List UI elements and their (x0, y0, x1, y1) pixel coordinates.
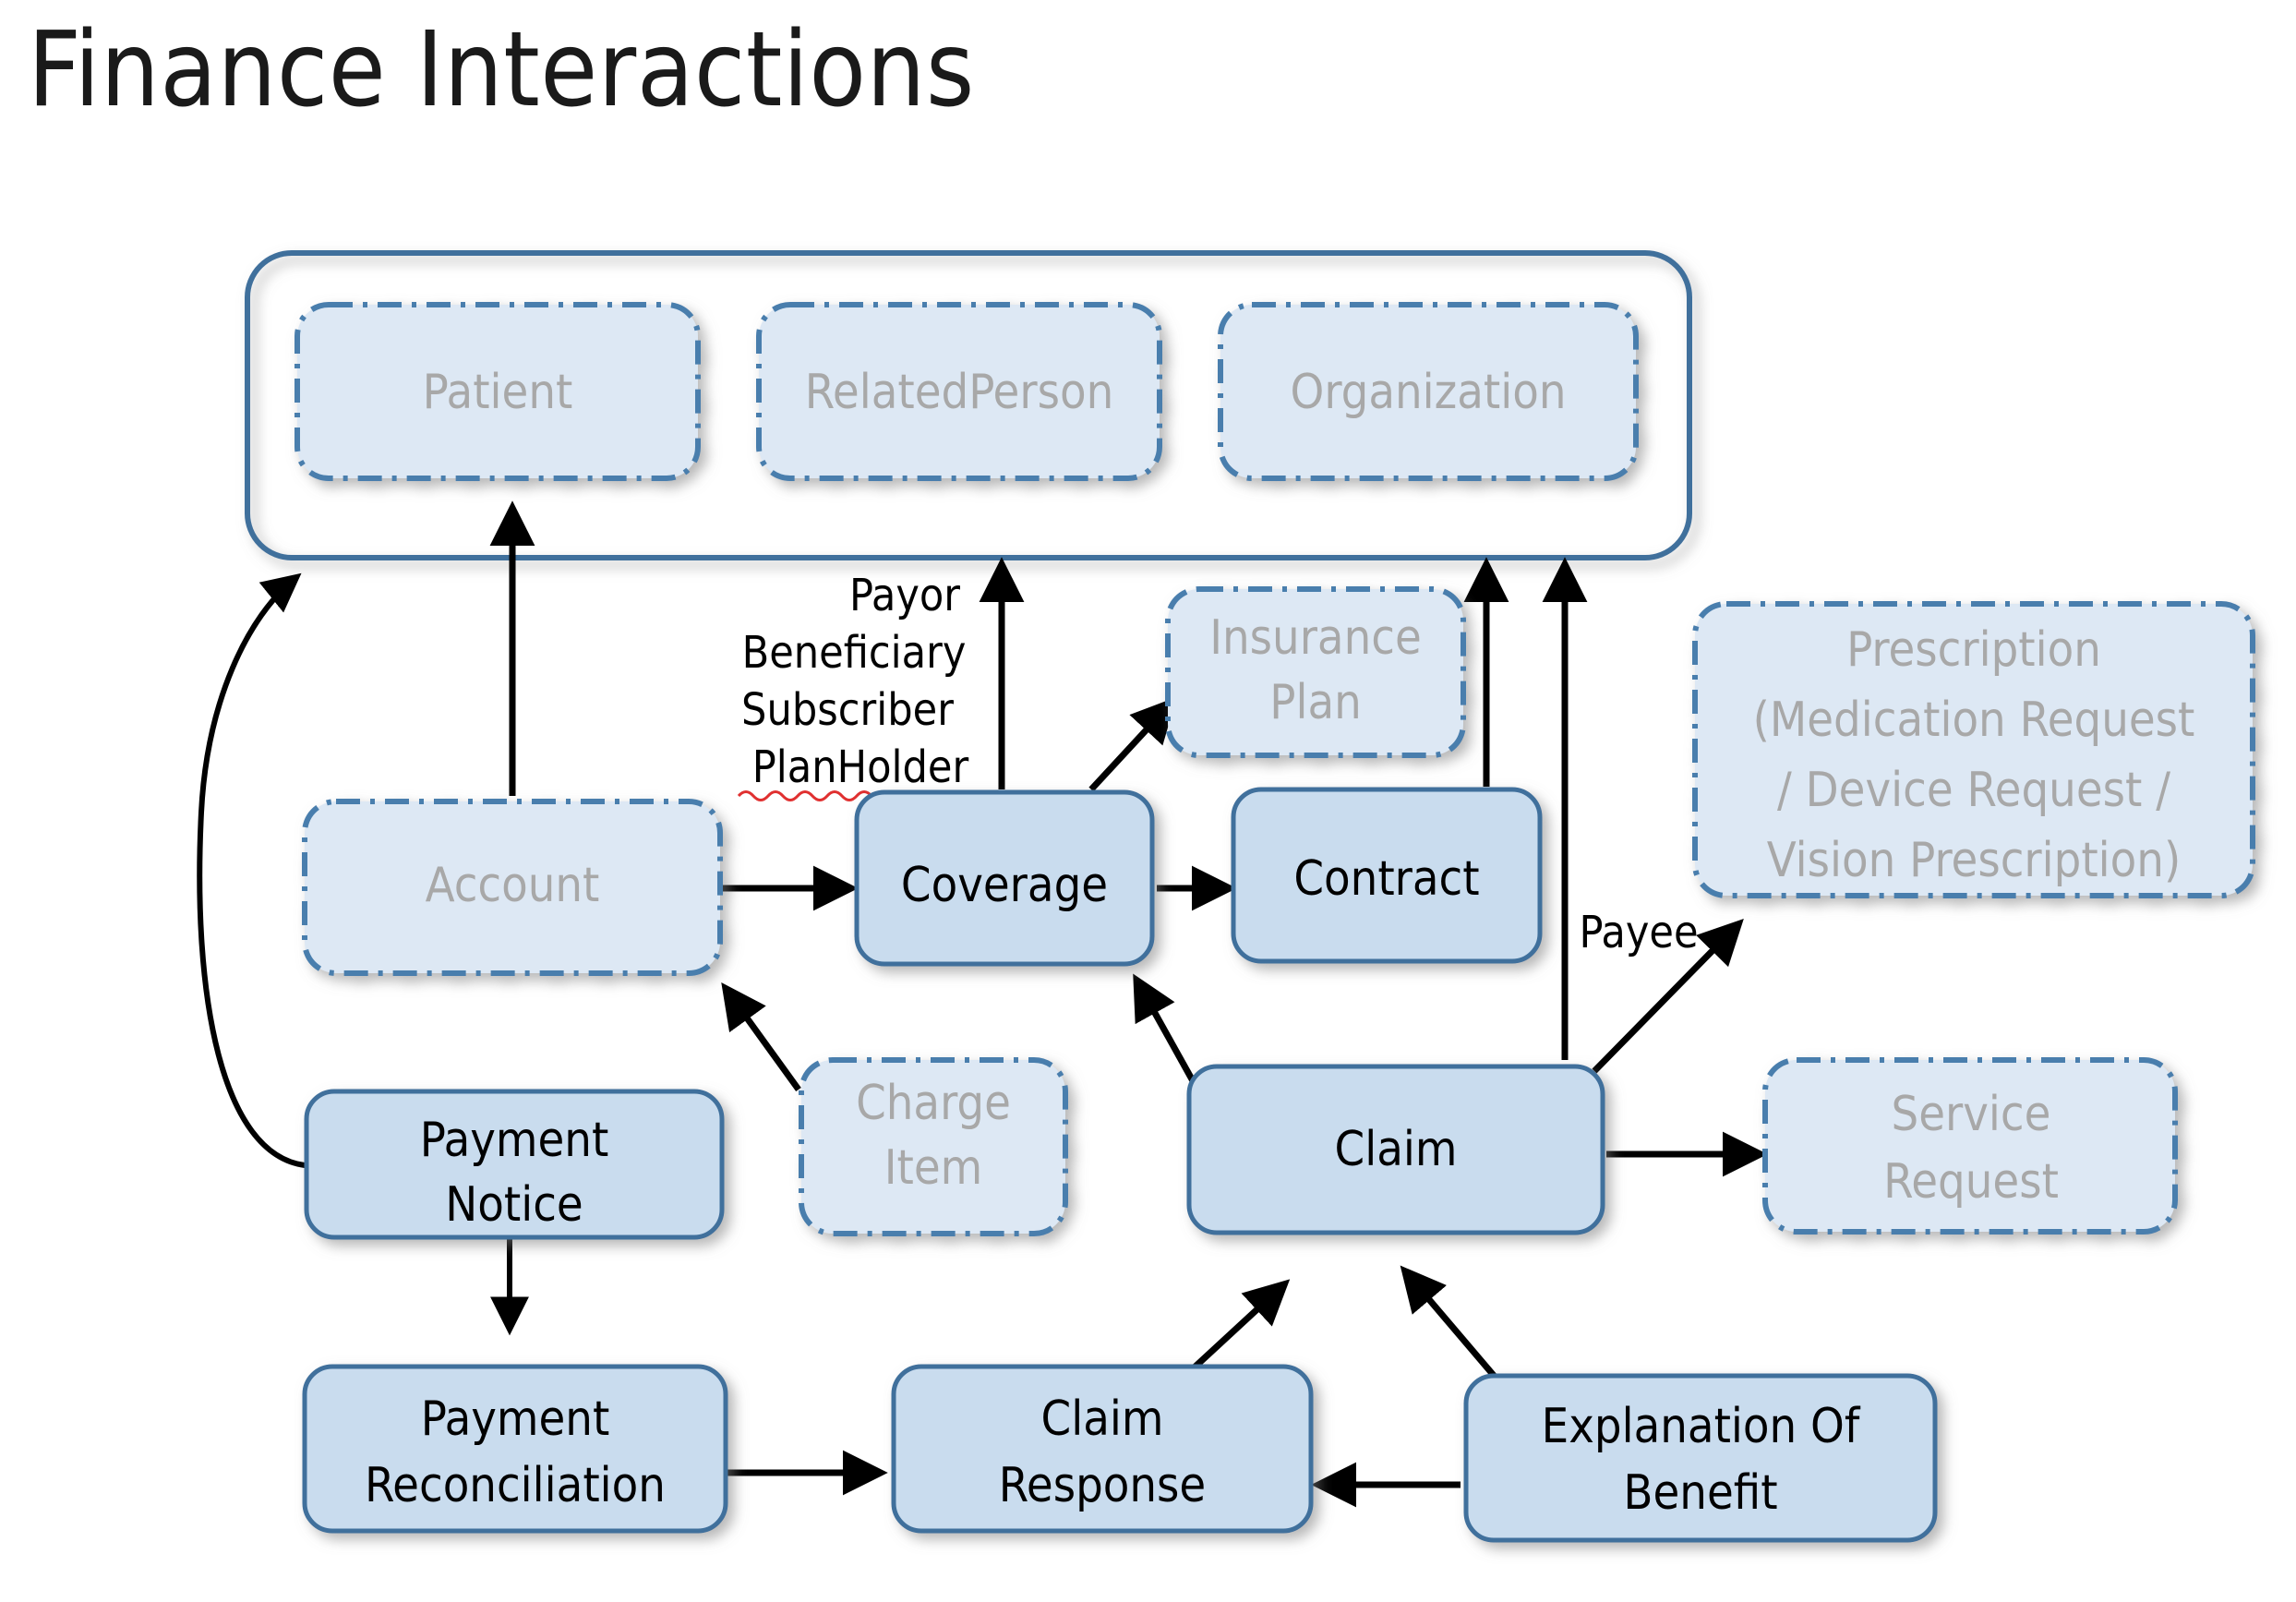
node-claimresponse-line-1: Claim (1041, 1391, 1164, 1447)
node-paymentrecon-line-1: Payment (421, 1391, 610, 1447)
node-claimresponse[interactable]: Claim Response (891, 1364, 1314, 1534)
svg-text:Payor: Payor (849, 570, 960, 621)
node-chargeitem[interactable]: Charge Item (799, 1057, 1068, 1236)
node-servicerequest-box (1762, 1057, 2178, 1235)
node-claim-label: Claim (1335, 1122, 1458, 1177)
node-prescription-line-2: (Medication Request (1753, 693, 2195, 748)
node-insuranceplan-box (1165, 586, 1466, 758)
node-paymentnotice-box (304, 1089, 725, 1240)
actor-group[interactable]: Patient RelatedPerson Organization (245, 250, 1692, 560)
edge-chargeitem-to-account (721, 982, 801, 1092)
node-organization[interactable]: Organization (1218, 302, 1639, 481)
edge-claimresponse-to-claim (1184, 1279, 1291, 1377)
node-paymentrecon-line-2: Reconciliation (365, 1458, 666, 1513)
node-servicerequest-line-2: Request (1883, 1154, 2059, 1210)
edge-coverage-to-insuranceplan (1088, 696, 1177, 792)
edge-label-coverage-to-actors: Payor Beneficiary Subscriber PlanHolder (737, 570, 969, 801)
edge-claim-to-prescription (1592, 919, 1744, 1074)
node-servicerequest[interactable]: Service Request (1762, 1057, 2178, 1235)
node-coverage[interactable]: Coverage (854, 789, 1155, 967)
node-relatedperson-label: RelatedPerson (805, 365, 1113, 420)
edge-claim-to-coverage (1133, 973, 1204, 1096)
node-coverage-label: Coverage (901, 858, 1108, 913)
node-contract-label: Contract (1293, 851, 1479, 907)
node-paymentrecon-box (302, 1364, 728, 1534)
node-prescription-line-3: / Device Request / (1777, 763, 2170, 818)
node-prescription-line-4: Vision Prescription) (1767, 833, 2181, 888)
actor-group-border (245, 250, 1692, 560)
node-account[interactable]: Account (302, 799, 723, 976)
node-eob-box (1463, 1373, 1938, 1543)
node-prescription-line-1: Prescription (1846, 622, 2101, 678)
node-servicerequest-line-1: Service (1892, 1087, 2051, 1142)
edge-eob-to-claim (1400, 1265, 1498, 1380)
node-chargeitem-line-1: Charge (856, 1076, 1011, 1131)
node-eob[interactable]: Explanation Of Benefit (1463, 1373, 1938, 1543)
node-eob-line-2: Benefit (1623, 1465, 1777, 1521)
node-account-label: Account (426, 858, 600, 913)
node-claimresponse-box (891, 1364, 1314, 1534)
node-insuranceplan-line-1: Insurance (1209, 610, 1422, 666)
node-claim-box (1186, 1064, 1605, 1235)
node-contract-box (1231, 787, 1543, 964)
node-account-box (302, 799, 723, 976)
node-patient-box (295, 302, 701, 481)
page-title: Finance Interactions (28, 10, 975, 130)
node-patient[interactable]: Patient (295, 302, 701, 481)
edge-label-payee: Payee (1579, 907, 1698, 958)
svg-text:PlanHolder: PlanHolder (752, 741, 969, 793)
node-relatedperson[interactable]: RelatedPerson (756, 302, 1162, 481)
node-paymentrecon[interactable]: Payment Reconciliation (302, 1364, 728, 1534)
node-insuranceplan[interactable]: Insurance Plan (1165, 586, 1466, 758)
node-claim[interactable]: Claim (1186, 1064, 1605, 1235)
node-paymentnotice-line-2: Notice (445, 1177, 583, 1233)
node-claimresponse-line-2: Response (999, 1458, 1206, 1513)
svg-text:Beneficiary: Beneficiary (742, 627, 967, 679)
edge-paymentnotice-to-actors (197, 572, 306, 1168)
node-paymentnotice-line-1: Payment (420, 1113, 609, 1168)
node-relatedperson-box (756, 302, 1162, 481)
node-paymentnotice[interactable]: Payment Notice (304, 1089, 725, 1240)
node-organization-label: Organization (1291, 365, 1567, 420)
node-coverage-box (854, 789, 1155, 967)
node-chargeitem-line-2: Item (884, 1140, 983, 1196)
node-organization-box (1218, 302, 1639, 481)
node-chargeitem-box (799, 1057, 1068, 1236)
node-eob-line-1: Explanation Of (1542, 1399, 1861, 1454)
node-patient-label: Patient (423, 365, 573, 420)
node-insuranceplan-line-2: Plan (1269, 675, 1362, 730)
svg-text:Subscriber: Subscriber (741, 684, 954, 736)
node-contract[interactable]: Contract (1231, 787, 1543, 964)
node-prescription-box (1692, 601, 2255, 898)
node-prescription[interactable]: Prescription (Medication Request / Devic… (1692, 601, 2255, 898)
